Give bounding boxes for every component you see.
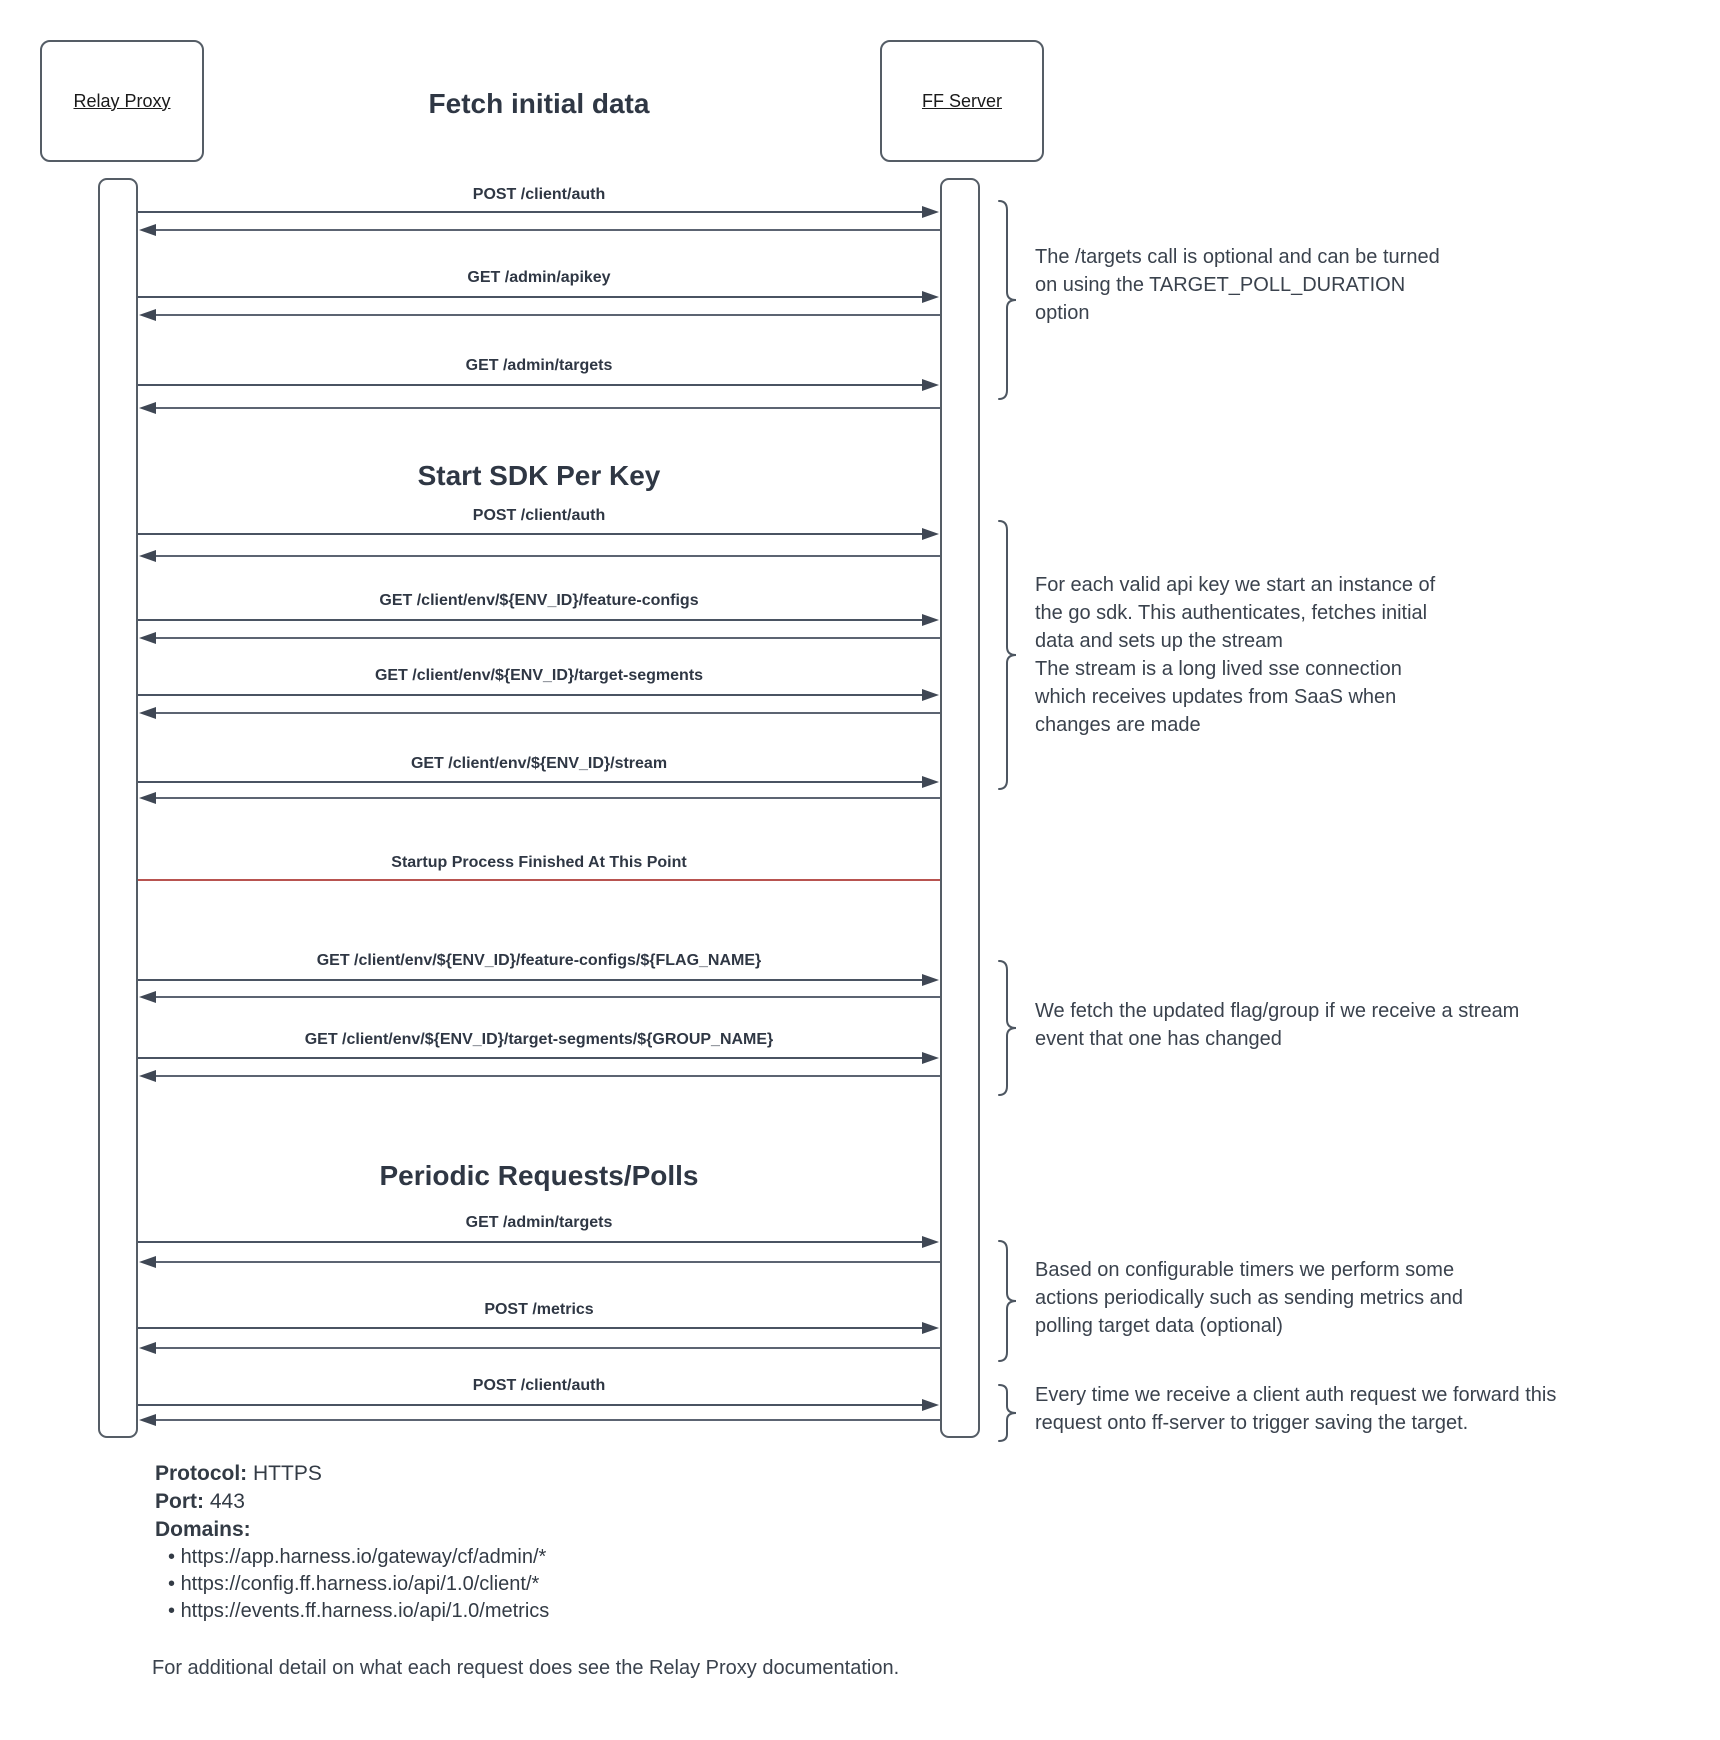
arrow-left-icon	[139, 707, 156, 719]
request-arrow-line	[138, 694, 924, 696]
protocol-value: HTTPS	[247, 1462, 322, 1485]
request-arrow-line	[138, 619, 924, 621]
arrow-left-icon	[139, 402, 156, 414]
response-arrow-line	[155, 712, 940, 714]
port-value: 443	[204, 1490, 245, 1513]
response-arrow-line	[155, 407, 940, 409]
lifeline-bar-relay-proxy	[98, 178, 138, 1438]
message-label: GET /client/env/${ENV_ID}/feature-config…	[316, 952, 762, 969]
response-arrow-line	[155, 797, 940, 799]
arrow-right-icon	[922, 528, 939, 540]
arrow-left-icon	[139, 1070, 156, 1082]
brace-bracket	[998, 960, 1017, 1096]
actor-relay-proxy: Relay Proxy	[40, 40, 204, 162]
arrow-left-icon	[139, 1256, 156, 1268]
domain-url: https://events.ff.harness.io/api/1.0/met…	[168, 1600, 550, 1623]
arrow-left-icon	[139, 991, 156, 1003]
arrow-right-icon	[922, 1399, 939, 1411]
arrow-left-icon	[139, 1342, 156, 1354]
request-arrow-line	[138, 1327, 924, 1329]
request-arrow-line	[138, 1057, 924, 1059]
port-label: Port:	[155, 1490, 204, 1513]
message-label: POST /metrics	[484, 1301, 594, 1318]
response-arrow-line	[155, 229, 940, 231]
annotation-fetch-updated-flag: We fetch the updated flag/group if we re…	[1035, 1000, 1520, 1050]
brace-bracket	[998, 1240, 1017, 1362]
section-title-start-sdk-per-key: Start SDK Per Key	[417, 460, 661, 491]
response-arrow-line	[155, 1075, 940, 1077]
message-label: GET /client/env/${ENV_ID}/feature-config…	[379, 592, 699, 609]
message-label: GET /client/env/${ENV_ID}/target-segment…	[374, 667, 704, 684]
arrow-right-icon	[922, 1322, 939, 1334]
response-arrow-line	[155, 1419, 940, 1421]
domains-label: Domains:	[155, 1518, 251, 1541]
footer-note: For additional detail on what each reque…	[152, 1657, 900, 1679]
message-label: POST /client/auth	[472, 186, 606, 203]
response-arrow-line	[155, 637, 940, 639]
request-arrow-line	[138, 533, 924, 535]
message-label: GET /admin/targets	[465, 357, 613, 374]
arrow-right-icon	[922, 1236, 939, 1248]
domains-line: Domains:	[155, 1518, 251, 1542]
brace-bracket	[998, 1384, 1017, 1442]
request-arrow-line	[138, 781, 924, 783]
annotation-sdk-instance: For each valid api key we start an insta…	[1035, 574, 1436, 736]
request-arrow-line	[138, 1241, 924, 1243]
message-label: POST /client/auth	[472, 1377, 606, 1394]
response-arrow-line	[155, 1347, 940, 1349]
response-arrow-line	[155, 1261, 940, 1263]
annotation-client-auth-forward: Every time we receive a client auth requ…	[1035, 1384, 1557, 1434]
arrow-left-icon	[139, 550, 156, 562]
arrow-left-icon	[139, 224, 156, 236]
request-arrow-line	[138, 979, 924, 981]
milestone-label: Startup Process Finished At This Point	[391, 854, 687, 871]
actor-ff-server: FF Server	[880, 40, 1044, 162]
section-title-fetch-initial-data: Fetch initial data	[428, 88, 650, 119]
message-label: GET /admin/targets	[465, 1214, 613, 1231]
request-arrow-line	[138, 296, 924, 298]
response-arrow-line	[155, 996, 940, 998]
arrow-right-icon	[922, 291, 939, 303]
arrow-right-icon	[922, 614, 939, 626]
brace-bracket	[998, 200, 1017, 400]
message-label: GET /client/env/${ENV_ID}/target-segment…	[304, 1031, 774, 1048]
section-title-periodic-requests: Periodic Requests/Polls	[379, 1160, 699, 1191]
response-arrow-line	[155, 314, 940, 316]
request-arrow-line	[138, 384, 924, 386]
arrow-left-icon	[139, 792, 156, 804]
actor-relay-proxy-label: Relay Proxy	[73, 90, 171, 111]
milestone-red-line	[138, 879, 940, 881]
lifeline-bar-ff-server	[940, 178, 980, 1438]
response-arrow-line	[155, 555, 940, 557]
arrow-left-icon	[139, 632, 156, 644]
actor-ff-server-label: FF Server	[921, 90, 1002, 111]
arrow-left-icon	[139, 1414, 156, 1426]
arrow-right-icon	[922, 776, 939, 788]
arrow-right-icon	[922, 379, 939, 391]
domain-url: https://app.harness.io/gateway/cf/admin/…	[168, 1546, 547, 1569]
domain-url: https://config.ff.harness.io/api/1.0/cli…	[168, 1573, 540, 1596]
arrow-left-icon	[139, 309, 156, 321]
message-label: GET /client/env/${ENV_ID}/stream	[410, 755, 668, 772]
message-label: GET /admin/apikey	[467, 269, 611, 286]
request-arrow-line	[138, 211, 924, 213]
port-line: Port: 443	[155, 1490, 245, 1514]
annotation-targets-optional: The /targets call is optional and can be…	[1035, 246, 1440, 324]
protocol-label: Protocol:	[155, 1462, 248, 1485]
arrow-right-icon	[922, 974, 939, 986]
message-label: POST /client/auth	[472, 507, 606, 524]
annotation-configurable-timers: Based on configurable timers we perform …	[1035, 1259, 1463, 1337]
arrow-right-icon	[922, 689, 939, 701]
request-arrow-line	[138, 1404, 924, 1406]
protocol-line: Protocol: HTTPS	[155, 1462, 322, 1486]
arrow-right-icon	[922, 1052, 939, 1064]
brace-bracket	[998, 520, 1017, 790]
arrow-right-icon	[922, 206, 939, 218]
